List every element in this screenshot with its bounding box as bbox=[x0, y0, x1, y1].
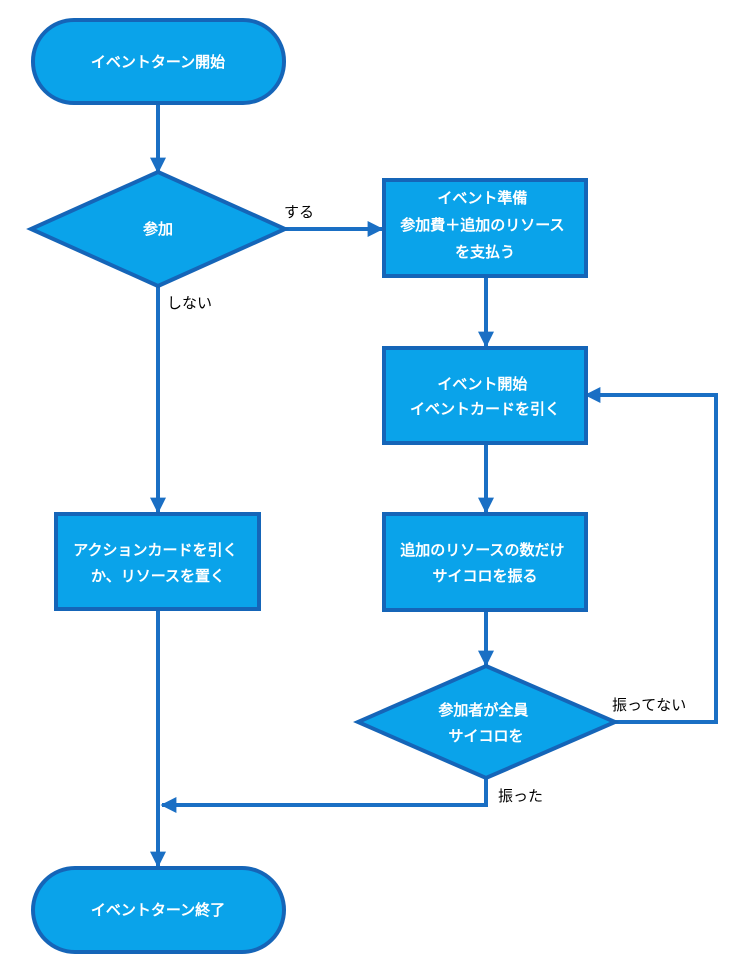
prepare-label-line2: 参加費＋追加のリソース bbox=[400, 216, 564, 234]
svg-text:イベント準備 参加費＋追加のリソース: イベント準備 参加費＋追加のリソース を支払う bbox=[400, 189, 570, 261]
rolled-label: 振った bbox=[498, 787, 543, 805]
prepare-label-line1: イベント準備 bbox=[437, 189, 527, 207]
edge-not-rolled-loop bbox=[584, 387, 718, 724]
event-start-label-line2: イベントカードを引く bbox=[410, 400, 560, 418]
event-start-box bbox=[382, 346, 588, 445]
edge-rolled bbox=[160, 779, 488, 813]
action-node: アクションカードを引く か、リソースを置く bbox=[54, 512, 261, 611]
start-terminal bbox=[31, 18, 286, 105]
roll-label-line1: 追加のリソースの数だけ bbox=[400, 541, 564, 559]
roll-node: 追加のリソースの数だけ サイコロを振る bbox=[382, 512, 588, 612]
prepare-label-line3: を支払う bbox=[455, 243, 515, 261]
prepare-node: イベント準備 参加費＋追加のリソース を支払う bbox=[382, 178, 588, 278]
action-label-line1: アクションカードを引く bbox=[73, 541, 237, 559]
end-terminal bbox=[31, 866, 286, 954]
end-label: イベントターン終了 bbox=[91, 901, 225, 919]
event-start-node: イベント開始 イベントカードを引く bbox=[382, 346, 588, 445]
all-rolled-label-line2: サイコロを bbox=[448, 727, 523, 745]
roll-box bbox=[382, 512, 588, 612]
prepare-box bbox=[382, 178, 588, 278]
all-rolled-decision-node: 参加者が全員 サイコロを bbox=[353, 663, 621, 781]
svg-text:追加のリソースの数だけ サイコロを振る: 追加のリソースの数だけ サイコロを振る bbox=[400, 541, 570, 585]
svg-text:イベントターン開始: イベントターン開始 bbox=[91, 53, 225, 71]
join-diamond bbox=[26, 169, 290, 289]
join-label: 参加 bbox=[143, 220, 173, 238]
action-box bbox=[54, 512, 261, 611]
no-label: しない bbox=[167, 294, 212, 312]
all-rolled-diamond bbox=[353, 663, 621, 781]
start-label: イベントターン開始 bbox=[91, 53, 225, 71]
start-node: イベントターン開始 bbox=[31, 18, 286, 105]
join-decision-node: 参加 bbox=[26, 169, 290, 289]
roll-label-line2: サイコロを振る bbox=[432, 567, 537, 585]
event-start-label-line1: イベント開始 bbox=[437, 375, 527, 393]
svg-text:イベントターン終了: イベントターン終了 bbox=[91, 901, 225, 919]
svg-text:イベント開始 イベントカードを引く: イベント開始 イベントカードを引く bbox=[410, 375, 560, 418]
yes-label: する bbox=[284, 203, 314, 221]
action-label-line2: か、リソースを置く bbox=[91, 567, 225, 585]
edges bbox=[150, 104, 718, 868]
end-node: イベントターン終了 bbox=[31, 866, 286, 954]
svg-text:参加者が全員 サイコロを: 参加者が全員 サイコロを bbox=[438, 701, 533, 745]
svg-text:アクションカードを引く か、リソースを置く: アクションカードを引く か、リソースを置く bbox=[73, 541, 243, 585]
not-rolled-label: 振ってない bbox=[612, 696, 686, 714]
all-rolled-label-line1: 参加者が全員 bbox=[438, 701, 528, 719]
svg-text:参加: 参加 bbox=[143, 220, 173, 238]
